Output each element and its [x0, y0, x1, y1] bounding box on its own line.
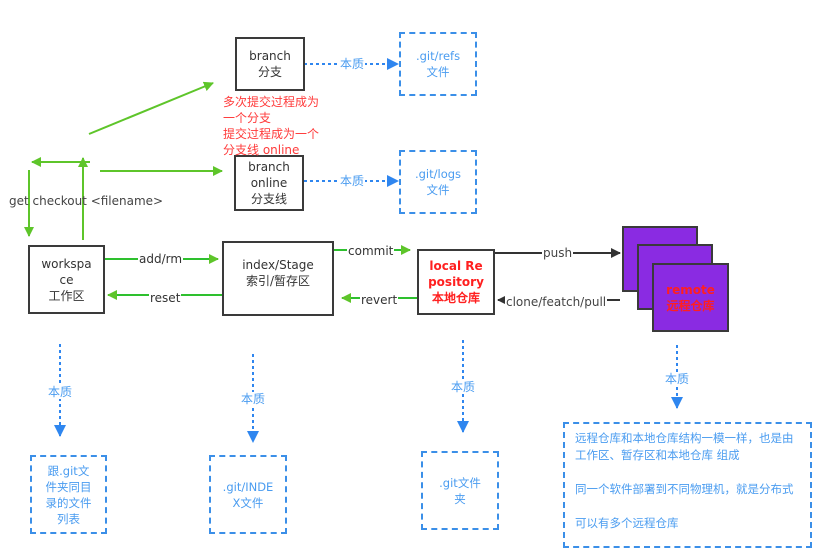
- branch-note-line: 一个分支: [223, 111, 272, 125]
- edge-to-branch: [88, 81, 214, 135]
- node-branch[interactable]: branch 分支: [235, 37, 305, 91]
- label-reset: reset: [149, 291, 182, 305]
- branch-note: 多次提交过程成为 一个分支 提交过程成为一个 分支线 online: [223, 94, 319, 158]
- branch-note-line: 多次提交过程成为: [223, 95, 320, 109]
- essence-box-refs: .git/refs 文件: [399, 32, 477, 96]
- ws-line3: 录的文件: [45, 495, 92, 510]
- ws-line1: 跟.git文: [47, 463, 90, 478]
- remote-line1: remote: [666, 282, 715, 297]
- label-essence-logs: 本质: [339, 174, 366, 188]
- workspace-line1: workspa: [41, 256, 92, 271]
- loc-line1: .git文件: [439, 475, 481, 490]
- idx-line2: X文件: [232, 495, 264, 510]
- remote-para2: 同一个软件部署到不同物理机，就是分布式: [575, 482, 794, 496]
- label-commit: commit: [347, 244, 395, 258]
- workspace-line2: ce: [59, 272, 74, 287]
- local-line1: local Re: [429, 259, 483, 273]
- node-index-stage[interactable]: index/Stage 索引/暂存区: [222, 241, 334, 316]
- remote-line2: 远程仓库: [666, 298, 715, 313]
- remote-para3: 可以有多个远程仓库: [575, 516, 679, 530]
- node-branch-online[interactable]: branch online 分支线: [234, 155, 304, 211]
- logs-line2: 文件: [426, 183, 450, 197]
- node-local-repository[interactable]: local Re pository 本地仓库: [417, 249, 495, 315]
- label-push: push: [542, 246, 574, 260]
- branch-line1: branch: [249, 49, 291, 63]
- label-revert: revert: [360, 293, 399, 307]
- label-add-rm: add/rm: [138, 252, 184, 266]
- idx-line1: .git/INDE: [222, 479, 274, 494]
- label-essence-refs: 本质: [339, 57, 366, 71]
- branch-online-line3: 分支线: [250, 192, 287, 206]
- branch-online-line1: branch: [248, 160, 290, 174]
- local-line2: pository: [428, 275, 484, 289]
- logs-line1: .git/logs: [414, 167, 462, 181]
- branch-note-line: 分支线 online: [223, 143, 300, 157]
- essence-box-remote: 远程仓库和本地仓库结构一模一样，也是由 工作区、暂存区和本地仓库 组成 同一个软…: [563, 422, 812, 548]
- ws-line2: 件夹同目: [45, 479, 92, 494]
- loc-line2: 夹: [454, 491, 466, 506]
- essence-box-workspace: 跟.git文 件夹同目 录的文件 列表: [30, 455, 107, 534]
- essence-box-index: .git/INDE X文件: [209, 455, 287, 534]
- branch-online-line2: online: [250, 176, 288, 190]
- label-checkout: get checkout <filename>: [9, 194, 164, 208]
- label-clone-fetch-pull: clone/featch/pull: [505, 295, 608, 309]
- refs-line2: 文件: [426, 65, 450, 79]
- workspace-line3: 工作区: [48, 288, 85, 303]
- refs-line1: .git/refs: [415, 49, 461, 63]
- essence-box-local: .git文件 夹: [421, 451, 499, 530]
- branch-note-line: 提交过程成为一个: [223, 127, 320, 141]
- remote-para1: 远程仓库和本地仓库结构一模一样，也是由 工作区、暂存区和本地仓库 组成: [575, 431, 794, 462]
- label-essence-index: 本质: [240, 392, 267, 406]
- essence-box-logs: .git/logs 文件: [399, 150, 477, 214]
- local-line3: 本地仓库: [431, 291, 480, 305]
- label-essence-local: 本质: [450, 380, 477, 394]
- branch-line2: 分支: [257, 65, 282, 79]
- index-line2: 索引/暂存区: [245, 274, 311, 288]
- ws-line4: 列表: [57, 511, 80, 526]
- label-essence-workspace: 本质: [47, 385, 74, 399]
- label-essence-remote: 本质: [664, 372, 691, 386]
- node-remote-repository[interactable]: remote 远程仓库: [652, 263, 729, 332]
- node-workspace[interactable]: workspa ce 工作区: [28, 245, 105, 314]
- index-line1: index/Stage: [242, 258, 314, 272]
